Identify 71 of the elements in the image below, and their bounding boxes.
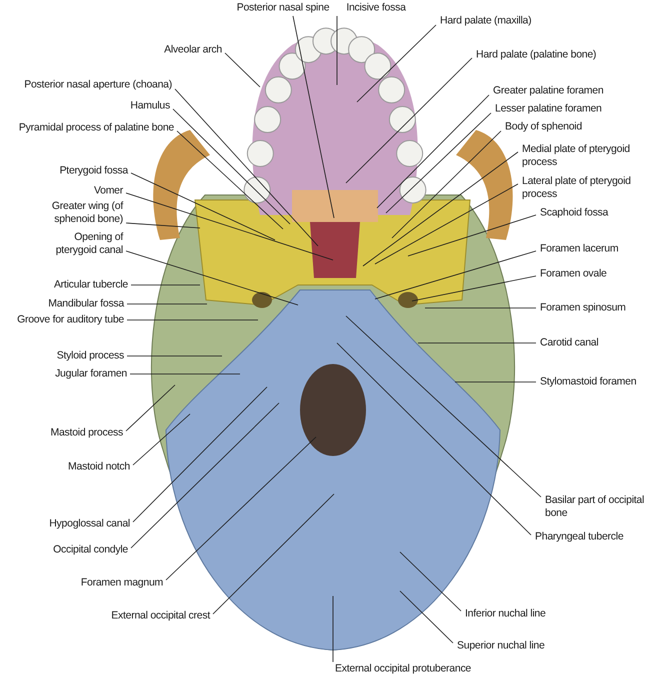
- anatomy-label: Hard palate (maxilla): [440, 14, 532, 28]
- anatomy-label: Posterior nasal spine: [236, 2, 330, 14]
- leader-line: [386, 112, 492, 214]
- leader-line: [174, 88, 318, 246]
- anatomy-label: Basilar part of occipital bone: [545, 494, 645, 520]
- leader-line: [130, 172, 276, 240]
- leader-line: [130, 284, 200, 286]
- leader-line: [172, 108, 290, 224]
- anatomy-label: Incisive fossa: [346, 2, 406, 14]
- anatomy-label: Mandibular fossa: [48, 298, 124, 310]
- leader-line: [418, 342, 536, 344]
- leader-line: [126, 192, 334, 260]
- leader-line: [336, 342, 532, 536]
- leader-line: [346, 316, 542, 498]
- anatomy-label: Posterior nasal aperture (choana): [24, 78, 172, 92]
- anatomy-label: Vomer: [94, 184, 123, 198]
- leader-line: [126, 222, 200, 228]
- leader-line: [292, 16, 334, 218]
- leader-line: [126, 250, 298, 306]
- anatomy-label: Jugular foramen: [55, 368, 127, 380]
- anatomy-label: Medial plate of pterygoid process: [522, 143, 631, 169]
- anatomy-label: Hamulus: [130, 100, 170, 112]
- leader-line: [356, 24, 436, 102]
- anatomy-label: Superior nuchal line: [457, 640, 545, 652]
- leader-line: [412, 276, 536, 302]
- anatomy-label: Body of sphenoid: [505, 120, 582, 134]
- anatomy-label: Styloid process: [56, 350, 124, 362]
- anatomy-label: Lateral plate of pterygoid process: [522, 175, 632, 201]
- leader-line: [132, 386, 268, 522]
- anatomy-label: Stylomastoid foramen: [540, 376, 636, 388]
- anatomy-label: Greater wing (of sphenoid bone): [50, 200, 123, 226]
- leader-line: [408, 214, 536, 256]
- anatomy-label: Pterygoid fossa: [60, 164, 128, 178]
- anatomy-label: Hypoglossal canal: [49, 518, 130, 530]
- leader-line: [392, 130, 502, 238]
- anatomy-label: Articular tubercle: [54, 278, 128, 292]
- anatomy-label: External occipital crest: [111, 610, 210, 622]
- anatomy-label: Carotid canal: [540, 336, 598, 350]
- leader-line: [126, 384, 176, 432]
- leader-line: [166, 436, 316, 580]
- anatomy-label: Hard palate (palatine bone): [476, 48, 596, 62]
- leader-line: [346, 58, 472, 184]
- anatomy-label: Groove for auditory tube: [17, 314, 124, 326]
- leader-line: [374, 250, 536, 300]
- anatomy-label: Mastoid process: [50, 426, 123, 440]
- anatomy-label: Pyramidal process of palatine bone: [18, 122, 174, 134]
- anatomy-label: Lesser palatine foramen: [495, 102, 602, 116]
- anatomy-label: Greater palatine foramen: [493, 84, 604, 98]
- leader-line: [130, 402, 280, 548]
- anatomy-label: Alveolar arch: [164, 44, 222, 56]
- anatomy-label: Pharyngeal tubercle: [535, 530, 624, 544]
- leader-line: [332, 596, 334, 662]
- leader-line: [176, 130, 284, 230]
- leader-line: [376, 94, 490, 208]
- leader-line: [132, 414, 190, 466]
- anatomy-label: Mastoid notch: [68, 460, 130, 474]
- anatomy-label: Inferior nuchal line: [465, 608, 546, 620]
- anatomy-label: Foramen lacerum: [540, 242, 618, 256]
- leader-line: [224, 52, 260, 88]
- anatomy-label: Occipital condyle: [53, 544, 128, 556]
- leader-line: [400, 590, 454, 644]
- anatomy-label: External occipital protuberance: [334, 662, 472, 676]
- anatomy-label: Foramen spinosum: [540, 302, 626, 314]
- leader-line: [362, 152, 518, 266]
- leader-line: [212, 494, 334, 614]
- anatomy-label: Foramen ovale: [540, 268, 607, 280]
- anatomy-label: Scaphoid fossa: [540, 206, 608, 220]
- leader-line: [336, 16, 338, 86]
- leader-line: [400, 552, 462, 612]
- anatomy-label: Opening of pterygoid canal: [54, 231, 123, 257]
- anatomy-label: Foramen magnum: [80, 576, 163, 590]
